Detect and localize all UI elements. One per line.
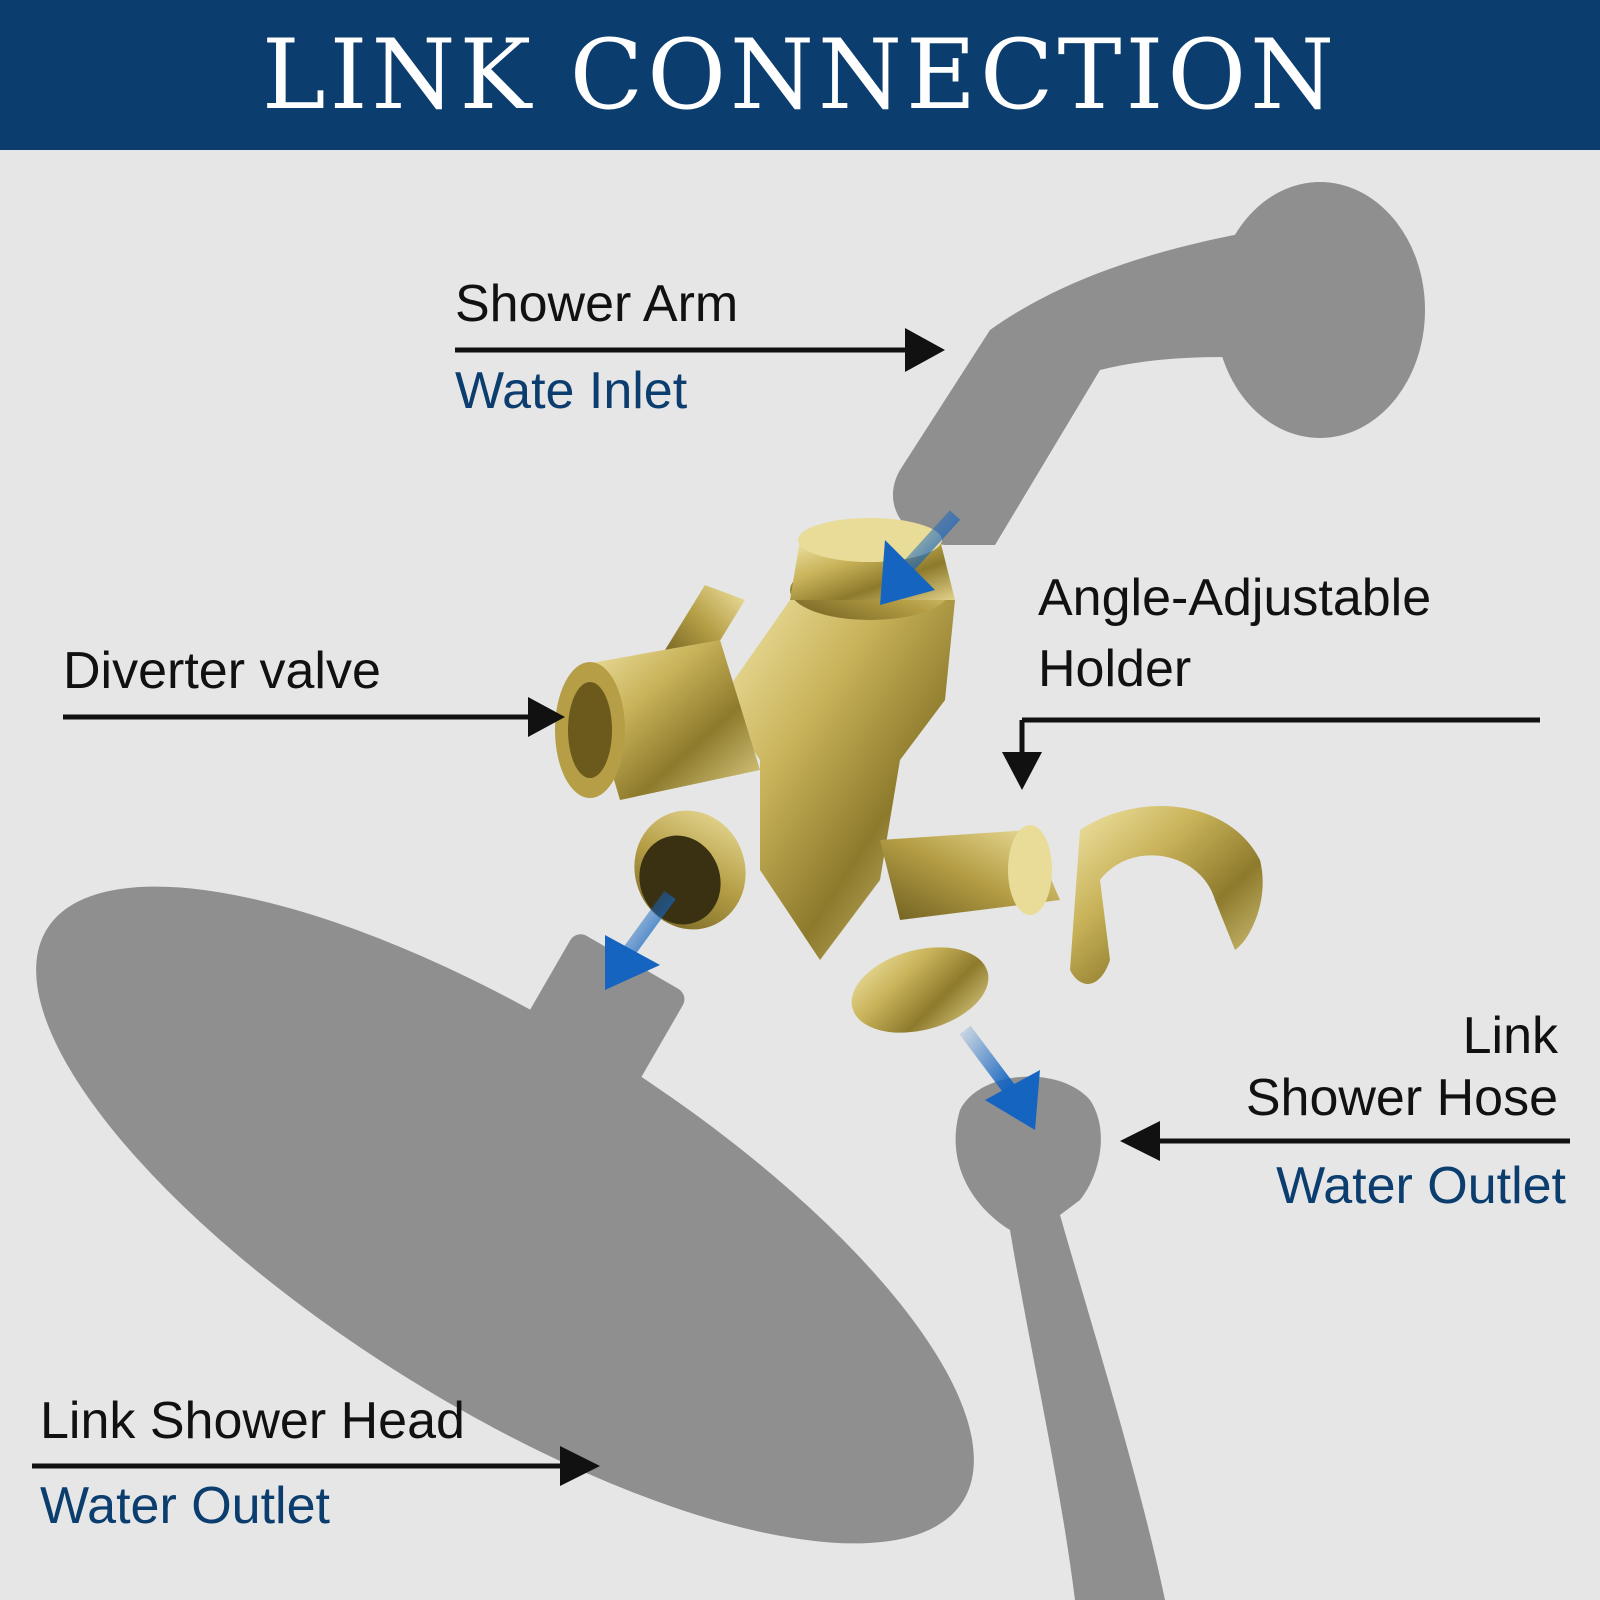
shower-arm-silhouette <box>892 182 1425 545</box>
holder-label-line2: Holder <box>1038 640 1192 698</box>
shower-head-role: Water Outlet <box>40 1477 330 1535</box>
page-title: LINK CONNECTION <box>261 19 1339 131</box>
shower-arm-role: Wate Inlet <box>455 362 688 420</box>
diverter-valve-label: Diverter valve <box>63 642 381 700</box>
flow-arrows <box>605 510 1040 1130</box>
hose-label-line2: Shower Hose <box>1245 1069 1558 1127</box>
shower-head-silhouette <box>36 886 974 1544</box>
shower-head-label: Link Shower Head <box>40 1392 465 1450</box>
diagram-graphic <box>32 182 1570 1600</box>
hose-label-line1: Link <box>1462 1007 1558 1065</box>
diagram-stage: Shower Arm Wate Inlet Diverter valve Ang… <box>0 150 1600 1600</box>
header-banner: LINK CONNECTION <box>0 0 1600 150</box>
diverter-valve <box>555 518 1263 1033</box>
pointer-lines <box>32 328 1570 1486</box>
hose-role: Water Outlet <box>1276 1157 1566 1215</box>
shower-arm-label: Shower Arm <box>455 275 739 333</box>
holder-label-line1: Angle-Adjustable <box>1038 569 1432 627</box>
shower-hose-silhouette <box>955 1076 1165 1600</box>
